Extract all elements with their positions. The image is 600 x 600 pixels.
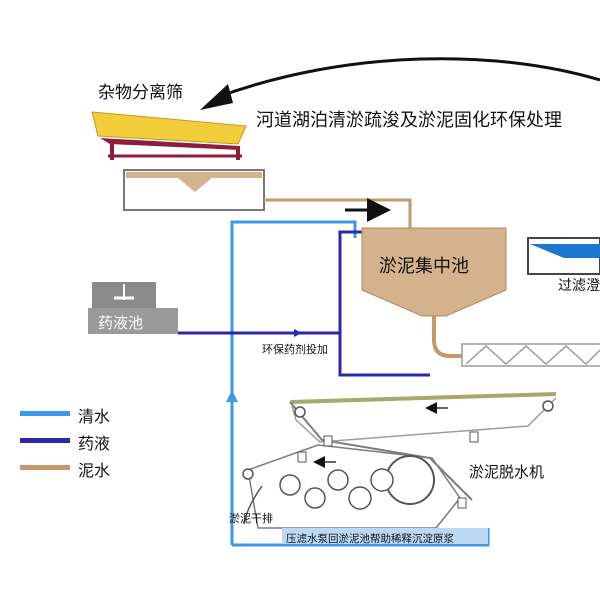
clear-water-line — [230, 220, 357, 545]
diagram-title: 河道湖泊清淤疏浚及淤泥固化环保处理 — [256, 110, 562, 131]
legend-chemical: 药液 — [78, 434, 111, 453]
tank-outlet-bend — [432, 339, 462, 358]
screw-conveyor — [461, 343, 600, 367]
legend-mud-water: 泥水 — [78, 461, 111, 480]
roller-a — [279, 474, 301, 496]
sludge-tank — [361, 227, 507, 317]
legend-swatch-mud-water — [20, 465, 70, 470]
legend-swatch-chemical — [20, 438, 70, 443]
roller-f — [294, 406, 306, 418]
cake-discharge — [243, 485, 263, 525]
tensioner-3 — [297, 451, 307, 463]
filter-water — [530, 244, 600, 258]
roller-h — [242, 468, 254, 480]
filter-label: 过滤澄 — [558, 278, 600, 294]
trough-water — [126, 172, 262, 178]
return-band — [282, 528, 488, 544]
return-label: 压滤水泵回淤泥池帮助稀释沉淀原浆 — [286, 533, 454, 545]
return-arrow-head — [200, 84, 233, 110]
screw-flight — [465, 344, 600, 366]
legend-swatch-clear-water — [20, 411, 70, 416]
mud-pipe-top — [264, 198, 412, 230]
tensioner-2 — [469, 431, 479, 443]
trough-hopper — [178, 178, 212, 192]
belt-lower — [291, 397, 557, 443]
chemical-branch — [338, 230, 430, 377]
cake-label: 淤泥干排 — [229, 512, 273, 525]
belt-top — [290, 392, 556, 404]
roller-e — [370, 468, 394, 492]
belt-slope — [289, 401, 473, 501]
tensioner-4 — [457, 497, 467, 509]
screen-deck — [91, 111, 247, 145]
dewatering-machine — [242, 392, 557, 529]
roller-b — [304, 487, 326, 509]
dewatering-label: 淤泥脱水机 — [469, 463, 545, 481]
tank-label: 淤泥集中池 — [379, 256, 469, 277]
tensioner-1 — [323, 435, 333, 447]
screen-label: 杂物分离筛 — [98, 83, 183, 103]
clear-water-up-arrow — [226, 390, 238, 402]
chemical-arrow — [294, 329, 302, 337]
legend-clear-water: 清水 — [78, 407, 111, 426]
return-curve-arrow — [214, 57, 600, 100]
chem-tank-label: 药液池 — [98, 314, 144, 332]
roller-d — [348, 486, 372, 510]
dosing-label: 环保药剂投加 — [262, 343, 328, 356]
roller-c — [327, 469, 349, 491]
roller-g — [542, 400, 554, 412]
screen-frame — [100, 138, 240, 150]
chem-tank — [88, 308, 178, 334]
